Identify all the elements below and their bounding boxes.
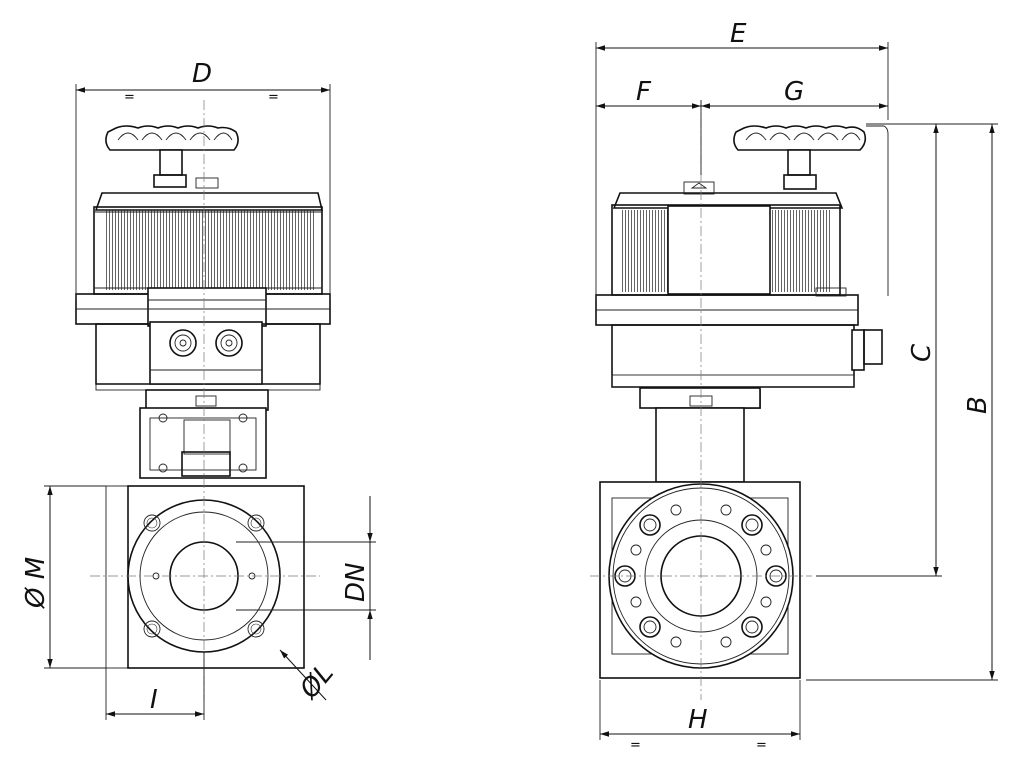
- label-F: F: [636, 77, 652, 107]
- handwheel-side: [733, 125, 889, 296]
- upper-housing-front: [93, 177, 324, 295]
- label-H-eq-right: =: [756, 738, 767, 753]
- label-D: D: [192, 59, 212, 89]
- front-view: [75, 100, 331, 700]
- valve-body-front: [105, 485, 305, 669]
- cable-gland-side: [863, 329, 883, 365]
- bracket-front: [139, 389, 269, 479]
- handwheel-front: [105, 125, 239, 188]
- cable-gland-left: [169, 329, 197, 357]
- label-H-eq-left: =: [630, 738, 641, 753]
- upper-housing-side: [611, 181, 844, 296]
- valve-body-side: [599, 481, 801, 679]
- middle-band-front: [75, 287, 331, 327]
- dim-leader-L: [279, 649, 327, 701]
- cable-gland-right: [215, 329, 243, 357]
- flange-holes-small: [630, 504, 772, 648]
- bracket-side: [639, 387, 761, 483]
- label-M: Ø M: [21, 557, 51, 609]
- label-D-eq-right: =: [268, 90, 279, 105]
- label-H: H: [688, 705, 708, 735]
- label-D-eq-left: =: [124, 90, 135, 105]
- label-DN: DN: [341, 563, 371, 602]
- label-C: C: [907, 343, 937, 362]
- side-view: [590, 100, 889, 700]
- label-G: G: [784, 77, 804, 107]
- label-E: E: [730, 19, 747, 49]
- lower-housing-front: [95, 321, 321, 391]
- label-B: B: [963, 396, 993, 414]
- lower-housing-side: [611, 324, 883, 388]
- dimensions: [44, 42, 998, 740]
- label-I: I: [150, 685, 158, 715]
